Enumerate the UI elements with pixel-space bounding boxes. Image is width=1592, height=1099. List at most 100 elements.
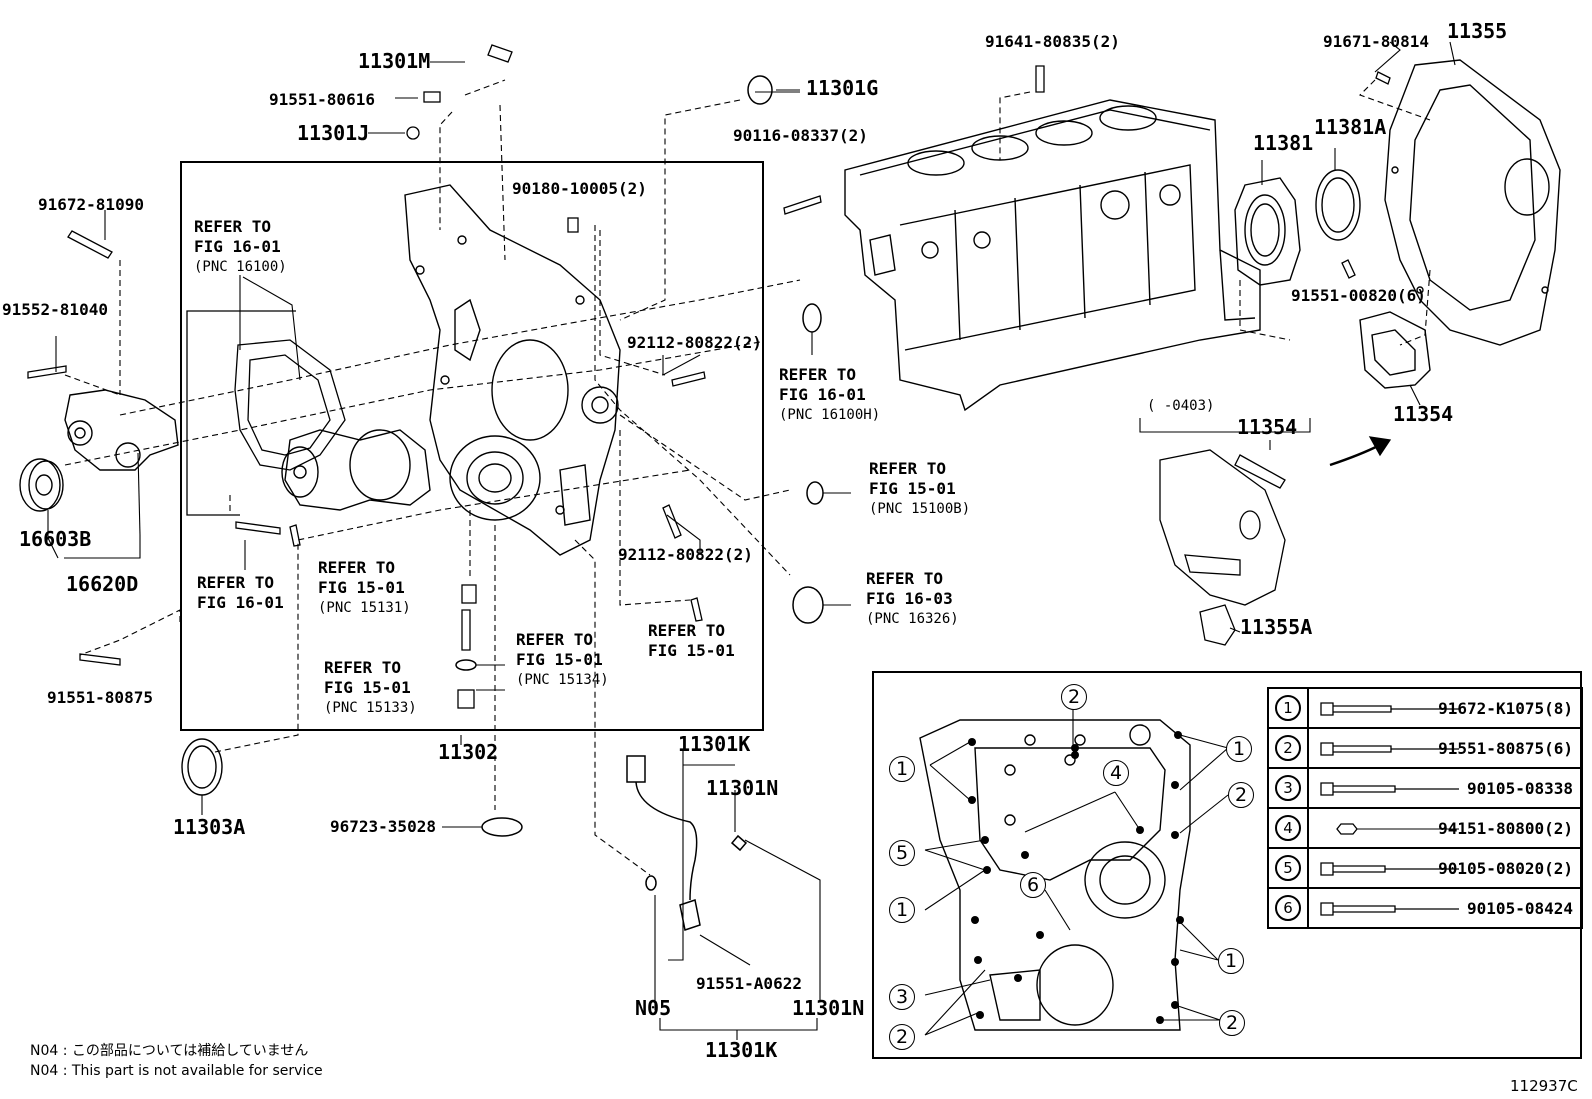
note-en: N04 : This part is not available for ser… bbox=[30, 1063, 323, 1079]
legend-row: 6 90105-08424 bbox=[1267, 887, 1583, 929]
inset-marker-2: 2 bbox=[1219, 1010, 1245, 1036]
note-jp: N04 : この部品については補給していません bbox=[30, 1043, 309, 1059]
legend-row: 2 91551-80875(6) bbox=[1267, 727, 1583, 769]
label-11355: 11355 bbox=[1447, 19, 1508, 43]
refer-title: REFER TO bbox=[324, 658, 402, 677]
refer-pnc: (PNC 15133) bbox=[324, 700, 417, 716]
label-11301J: 11301J bbox=[297, 121, 370, 145]
crank-seal bbox=[181, 738, 223, 796]
refer-fig-16-01-pnc-16100H: REFER TO FIG 16-01 (PNC 16100H) bbox=[779, 365, 880, 425]
refer-fig-15-01-pnc-15133: REFER TO FIG 15-01 (PNC 15133) bbox=[324, 658, 417, 718]
refer-fig-16-01: REFER TO FIG 16-01 bbox=[197, 573, 284, 613]
label-11301K-top: 11301K bbox=[678, 732, 751, 756]
timing-cover-frame bbox=[180, 161, 764, 731]
label-91552-81040: 91552-81040 bbox=[2, 300, 108, 319]
label-11301M: 11301M bbox=[358, 49, 431, 73]
refer-title: REFER TO bbox=[779, 365, 857, 384]
washer-15134 bbox=[455, 659, 477, 671]
water-pump-gasket bbox=[234, 339, 346, 471]
legend-number-cell: 1 bbox=[1267, 687, 1309, 729]
inset-marker-2: 2 bbox=[1061, 684, 1087, 710]
label-91551-80875: 91551-80875 bbox=[47, 688, 153, 707]
label-90180-10005: 90180-10005(2) bbox=[512, 179, 647, 198]
refer-pnc: (PNC 16326) bbox=[866, 611, 959, 627]
direction-arrow bbox=[1329, 443, 1381, 467]
legend-number: 4 bbox=[1275, 815, 1301, 841]
belt-tensioner bbox=[64, 389, 179, 471]
label-90116-08337: 90116-08337(2) bbox=[733, 126, 868, 145]
legend-number: 3 bbox=[1275, 775, 1301, 801]
refer-fig-15-01-bolt: REFER TO FIG 15-01 bbox=[648, 621, 735, 661]
refer-pnc: (PNC 16100H) bbox=[779, 407, 881, 423]
label-91551-A0622: 91551-A0622 bbox=[696, 974, 802, 993]
refer-title: REFER TO bbox=[648, 621, 726, 640]
inset-marker-1: 1 bbox=[889, 897, 915, 923]
label-91672-81090: 91672-81090 bbox=[38, 195, 144, 214]
legend-part-number: 94151-80800(2) bbox=[1438, 819, 1573, 838]
label-11301N-bottom: 11301N bbox=[792, 996, 865, 1020]
refer-fig: FIG 16-03 bbox=[866, 589, 953, 608]
legend-number: 5 bbox=[1275, 855, 1301, 881]
label-16603B: 16603B bbox=[19, 527, 92, 551]
timing-chain-cover bbox=[404, 184, 621, 556]
label-91641-80835: 91641-80835(2) bbox=[985, 32, 1120, 51]
refer-fig: FIG 16-01 bbox=[779, 385, 866, 404]
legend-part-number: 90105-08020(2) bbox=[1438, 859, 1573, 878]
refer-title: REFER TO bbox=[869, 459, 947, 478]
refer-fig-16-03-pnc-16326: REFER TO FIG 16-03 (PNC 16326) bbox=[866, 569, 959, 629]
legend-number: 2 bbox=[1275, 735, 1301, 761]
label-91551-00820: 91551-00820(6) bbox=[1291, 286, 1426, 305]
label-11301G: 11301G bbox=[806, 76, 879, 100]
refer-fig-16-01-pnc-16100: REFER TO FIG 16-01 (PNC 16100) bbox=[194, 217, 287, 277]
figure-id: 112937C bbox=[1510, 1077, 1578, 1095]
label-11303A: 11303A bbox=[173, 815, 246, 839]
cover-11354 bbox=[1359, 311, 1431, 389]
plate-11355A bbox=[1199, 604, 1236, 646]
refer-pnc: (PNC 15100B) bbox=[869, 501, 971, 517]
label-applicability-0403: ( -0403) bbox=[1147, 398, 1215, 414]
inset-marker-4: 4 bbox=[1103, 760, 1129, 786]
inset-marker-1: 1 bbox=[1226, 736, 1252, 762]
refer-title: REFER TO bbox=[866, 569, 944, 588]
inset-marker-6: 6 bbox=[1020, 872, 1046, 898]
inset-bolt-dots bbox=[968, 731, 1184, 1024]
bolt-icon bbox=[1320, 862, 1459, 876]
o-ring-15100B bbox=[806, 481, 824, 505]
legend-number-cell: 6 bbox=[1267, 887, 1309, 929]
legend-part-cell: 94151-80800(2) bbox=[1307, 807, 1583, 849]
o-ring-16326 bbox=[792, 586, 824, 624]
bolt-icon bbox=[1320, 702, 1459, 716]
refer-fig: FIG 15-01 bbox=[869, 479, 956, 498]
label-11354-right: 11354 bbox=[1393, 402, 1454, 426]
legend-part-cell: 90105-08338 bbox=[1307, 767, 1583, 809]
bolt-icon bbox=[1320, 902, 1459, 916]
legend-row: 4 94151-80800(2) bbox=[1267, 807, 1583, 849]
refer-fig-15-01-pnc-15100B: REFER TO FIG 15-01 (PNC 15100B) bbox=[869, 459, 970, 519]
o-ring-11301G bbox=[747, 75, 773, 105]
label-92112-80822-lower: 92112-80822(2) bbox=[618, 545, 753, 564]
legend-number-cell: 5 bbox=[1267, 847, 1309, 889]
inset-marker-1: 1 bbox=[889, 756, 915, 782]
label-91671-80814: 91671-80814 bbox=[1323, 32, 1429, 51]
label-11381A: 11381A bbox=[1314, 115, 1387, 139]
inset-marker-1: 1 bbox=[1218, 948, 1244, 974]
o-ring-96723 bbox=[481, 817, 523, 837]
legend-part-number: 91551-80875(6) bbox=[1438, 739, 1573, 758]
label-11354-left: 11354 bbox=[1237, 415, 1298, 439]
rear-oil-seal bbox=[1315, 169, 1361, 241]
bolt-icon bbox=[1336, 823, 1459, 835]
water-pump bbox=[281, 429, 431, 511]
label-91551-80616: 91551-80616 bbox=[269, 90, 375, 109]
legend-part-cell: 90105-08424 bbox=[1307, 887, 1583, 929]
label-16620D: 16620D bbox=[66, 572, 139, 596]
label-11301K-bottom: 11301K bbox=[705, 1038, 778, 1062]
refer-fig-15-01-pnc-15131: REFER TO FIG 15-01 (PNC 15131) bbox=[318, 558, 411, 618]
refer-fig: FIG 15-01 bbox=[516, 650, 603, 669]
legend-part-number: 90105-08424 bbox=[1467, 899, 1573, 918]
refer-fig: FIG 15-01 bbox=[324, 678, 411, 697]
bolt-icon bbox=[1320, 782, 1459, 796]
legend-part-cell: 90105-08020(2) bbox=[1307, 847, 1583, 889]
cylinder-block bbox=[844, 99, 1261, 412]
o-ring-N05 bbox=[645, 875, 657, 891]
inset-marker-2: 2 bbox=[1228, 782, 1254, 808]
